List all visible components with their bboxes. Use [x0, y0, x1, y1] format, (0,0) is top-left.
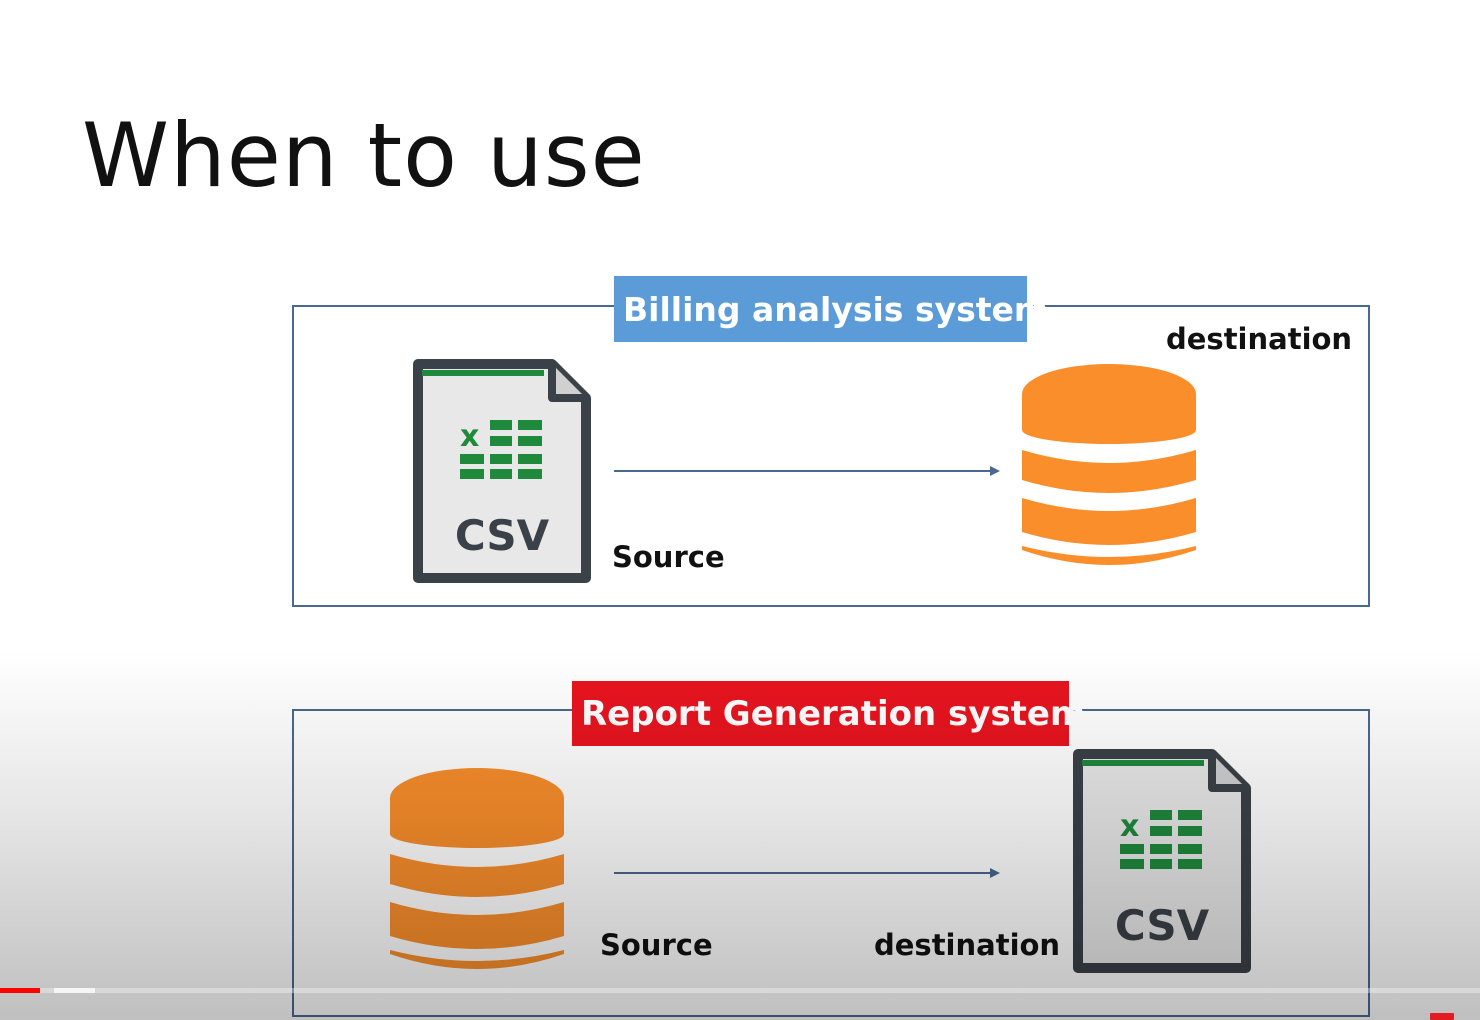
report-banner: Report Generation system — [572, 681, 1085, 746]
database-icon — [1022, 364, 1196, 565]
report-source-label: Source — [600, 928, 713, 962]
progress-buffered — [53, 988, 96, 993]
billing-source-label: Source — [612, 540, 725, 574]
svg-text:x: x — [1120, 809, 1139, 844]
report-destination-label: destination — [874, 928, 1061, 962]
slide-title: When to use — [82, 104, 646, 207]
arrow-right-icon — [614, 466, 1000, 476]
arrow-right-icon — [614, 868, 1000, 878]
csv-file-label: CSV — [1115, 901, 1210, 950]
billing-destination-label: destination — [1166, 322, 1353, 356]
billing-banner: Billing analysis system — [614, 276, 1048, 342]
csv-file-icon: x CSV — [413, 359, 591, 583]
csv-file-label: CSV — [455, 511, 550, 560]
database-icon — [390, 768, 564, 969]
svg-text:x: x — [460, 419, 479, 454]
csv-file-icon: x CSV — [1073, 749, 1251, 973]
hd-badge-icon — [1430, 1013, 1454, 1020]
video-progress-bar[interactable] — [0, 988, 1480, 993]
progress-played — [0, 988, 40, 993]
